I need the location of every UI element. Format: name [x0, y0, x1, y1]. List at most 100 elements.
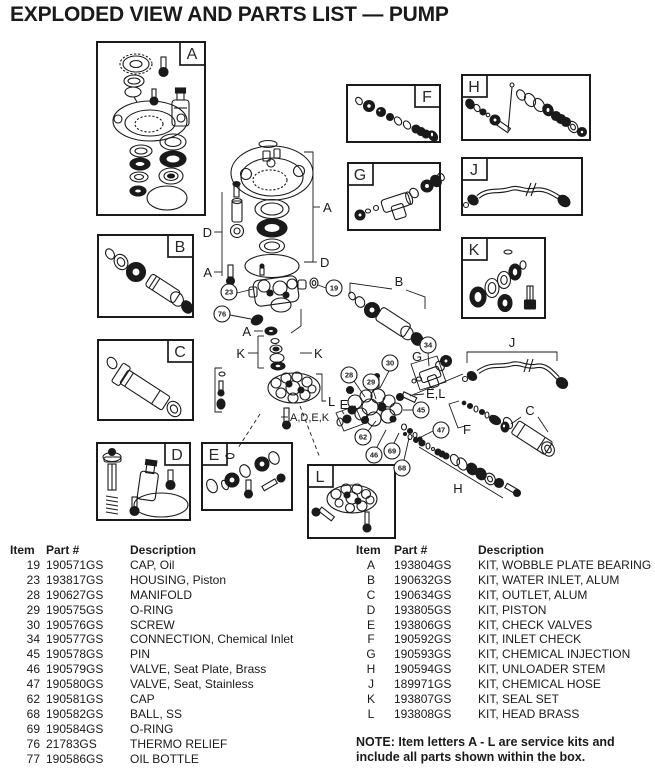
- table-cell: 21783GS: [46, 736, 97, 751]
- table-cell: KIT, SEAL SET: [478, 692, 559, 707]
- main-outlet: [502, 416, 555, 457]
- table-cell: 190634GS: [394, 587, 452, 602]
- callout-23: 23: [220, 283, 254, 301]
- label-inlet-b: B: [395, 274, 404, 289]
- label-hose-j: J: [509, 335, 516, 350]
- label-head-l: L: [328, 394, 335, 409]
- table-cell: KIT, INLET CHECK: [478, 632, 582, 647]
- kit-box-g-letter: G: [354, 167, 366, 184]
- main-ring-stack: [244, 198, 300, 279]
- label-bracket-a-right: A: [323, 200, 332, 215]
- table-cell: 190581GS: [46, 692, 104, 707]
- page-title: EXPLODED VIEW AND PARTS LIST — PUMP: [10, 3, 449, 26]
- table-cell: 193806GS: [394, 617, 452, 632]
- table-cell: KIT, UNLOADER STEM: [478, 662, 606, 677]
- column-header-item: Item: [10, 543, 35, 557]
- main-oil-cap: [309, 277, 319, 289]
- table-cell: MANIFOLD: [130, 587, 193, 602]
- kit-box-j: J: [461, 157, 583, 216]
- svg-text:46: 46: [370, 451, 378, 460]
- table-cell: 62: [26, 692, 40, 707]
- main-water-inlet: [348, 291, 424, 346]
- table-cell: B: [366, 572, 375, 587]
- callout-28: 28: [340, 366, 366, 398]
- table-cell: BALL, SS: [130, 706, 183, 721]
- table-cell: O-RING: [130, 602, 174, 617]
- table-cell: 76: [26, 736, 40, 751]
- table-cell: 190576GS: [46, 617, 104, 632]
- label-seal-k-right: K: [314, 346, 323, 361]
- table-cell: 193804GS: [394, 557, 452, 572]
- table-row: E 193806GS KIT, CHECK VALVES: [356, 618, 651, 633]
- note-prefix: NOTE:: [356, 735, 395, 749]
- main-unloader-stem: [402, 431, 522, 499]
- table-cell: SCREW: [130, 617, 175, 632]
- table-cell: HOUSING, Piston: [130, 572, 227, 587]
- kit-box-e: E: [201, 442, 293, 511]
- kit-box-k: K: [461, 237, 546, 319]
- callout-34: 34: [419, 336, 437, 367]
- table-cell: KIT, CHECK VALVES: [478, 617, 593, 632]
- main-thermo-relief: [250, 314, 264, 326]
- main-dome-assembly: [230, 139, 314, 201]
- kit-box-d: D: [96, 442, 191, 521]
- label-outlet-c: C: [525, 403, 534, 418]
- table-cell: 190586GS: [46, 751, 104, 766]
- kit-box-c: C: [97, 339, 194, 421]
- table-header-row: Item Part # Description: [356, 543, 651, 558]
- table-cell: CAP: [130, 692, 155, 707]
- table-cell: 34: [26, 632, 40, 647]
- table-header-row: Item Part # Description: [10, 543, 293, 558]
- kit-box-g: G: [347, 162, 445, 231]
- callout-19: 19: [317, 279, 343, 297]
- table-row: C 190634GS KIT, OUTLET, ALUM: [356, 588, 651, 603]
- table-cell: E: [366, 617, 375, 632]
- svg-text:23: 23: [225, 288, 233, 297]
- callout-69: 69: [383, 432, 401, 460]
- svg-text:69: 69: [388, 447, 396, 456]
- main-inlet-check: [448, 400, 510, 433]
- table-cell: KIT, OUTLET, ALUM: [478, 587, 588, 602]
- kit-box-h-letter: H: [468, 79, 480, 96]
- table-cell: 190579GS: [46, 662, 104, 677]
- table-cell: 190584GS: [46, 721, 104, 736]
- callout-30: 30: [379, 354, 399, 389]
- table-cell: L: [367, 706, 375, 721]
- table-cell: G: [366, 647, 376, 662]
- kit-box-c-letter: C: [174, 344, 186, 361]
- column-header-part: Part #: [46, 543, 80, 557]
- label-bolt-adek: A,D,E,K: [290, 412, 330, 424]
- label-check-el: E,L: [426, 386, 446, 401]
- table-cell: KIT, WATER INLET, ALUM: [478, 572, 620, 587]
- table-cell: C: [366, 587, 376, 602]
- column-header-description: Description: [478, 543, 545, 557]
- callout-47: 47: [420, 421, 450, 439]
- table-cell: VALVE, Seat Plate, Brass: [130, 662, 267, 677]
- label-bracket-a-left: A: [203, 265, 212, 280]
- kit-box-b: B: [97, 234, 194, 318]
- svg-text:47: 47: [437, 426, 445, 435]
- table-row: 62 190581GS CAP: [10, 692, 293, 707]
- table-cell: 29: [26, 602, 40, 617]
- exploded-view-diagram: A B: [96, 41, 591, 539]
- table-row: 29 190575GS O-RING: [10, 603, 293, 618]
- svg-text:68: 68: [398, 464, 406, 473]
- table-cell: 190575GS: [46, 602, 104, 617]
- svg-text:34: 34: [424, 341, 433, 350]
